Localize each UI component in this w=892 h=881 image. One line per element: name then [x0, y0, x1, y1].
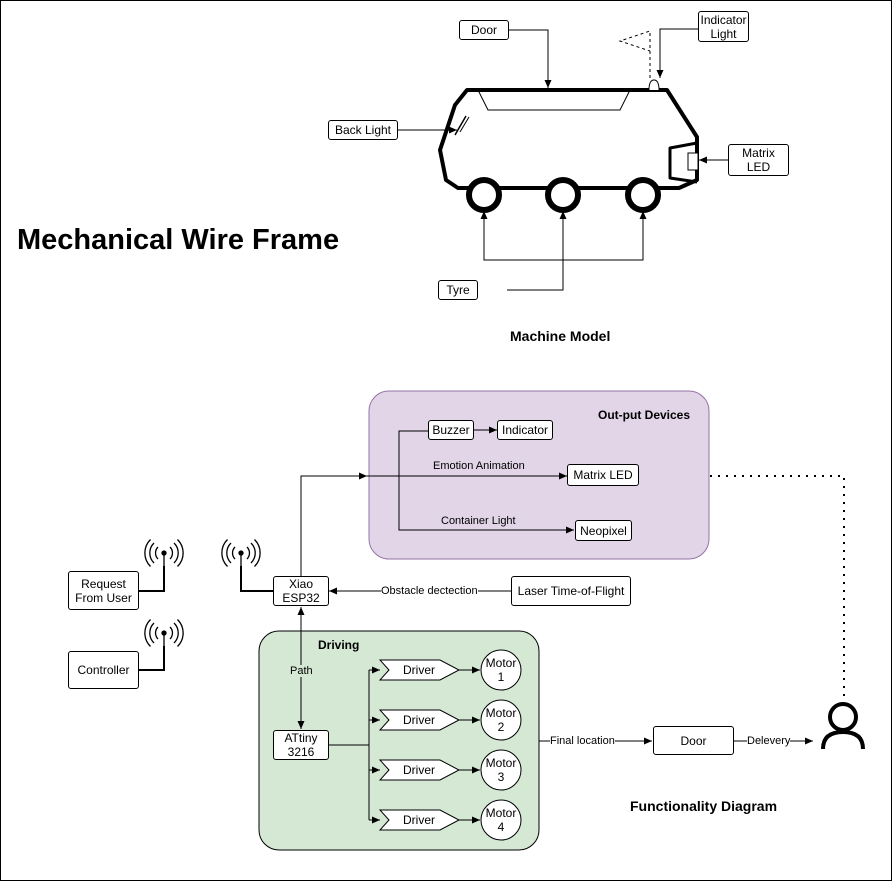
user-dotted-link — [710, 475, 845, 698]
matrix-led-node: Matrix LED — [567, 464, 639, 486]
driving-title: Driving — [318, 638, 360, 652]
tyre-callout-label: Tyre — [438, 280, 478, 300]
driver-label: Driver — [403, 663, 435, 677]
back-light-callout-label: Back Light — [328, 120, 398, 140]
door-node: Door — [653, 726, 734, 755]
driver-shapes — [378, 659, 461, 831]
tyre-rear — [466, 177, 502, 213]
xiao-esp32-node: Xiao ESP32 — [273, 576, 329, 606]
container-light-label: Container Light — [441, 515, 516, 527]
delivery-label: Delevery — [747, 735, 791, 747]
motor-circle-4 — [480, 799, 522, 841]
motor-circle-2 — [480, 699, 522, 741]
antenna-icon — [144, 619, 184, 647]
motor-label: Motor 2 — [485, 706, 517, 734]
indicator-node: Indicator — [497, 420, 553, 440]
antenna-wiring — [139, 566, 273, 671]
matrix-led-callout-label: Matrix LED — [728, 144, 789, 176]
robot-body — [438, 30, 699, 190]
driver-label: Driver — [403, 813, 435, 827]
mechanical-callouts — [398, 28, 728, 291]
driver-shape-2 — [378, 709, 461, 731]
path-label: Path — [290, 665, 313, 677]
driver-label: Driver — [403, 713, 435, 727]
emotion-animation-label: Emotion Animation — [433, 460, 525, 472]
indicator-light-callout-label: Indicator Light — [698, 11, 749, 42]
door-callout-label: Door — [459, 20, 509, 40]
functionality-diagram-caption: Functionality Diagram — [630, 798, 778, 814]
motor-label: Motor 1 — [485, 656, 517, 684]
motor-circle-3 — [480, 749, 522, 791]
motor-label: Motor 4 — [485, 806, 517, 834]
controller-node: Controller — [68, 651, 139, 689]
motor-circle-1 — [480, 649, 522, 691]
tyre-middle — [545, 177, 581, 213]
output-devices-title: Out-put Devices — [598, 408, 691, 422]
motor-circles — [480, 649, 522, 841]
robot-tyres — [466, 177, 661, 213]
driver-shape-4 — [378, 809, 461, 831]
driver-shape-3 — [378, 759, 461, 781]
machine-model-caption: Machine Model — [510, 328, 611, 344]
antenna-icon — [144, 539, 184, 567]
functional-connectors — [297, 426, 813, 824]
user-icon — [821, 702, 865, 750]
mechanical-wire-frame-title: Mechanical Wire Frame — [17, 224, 340, 256]
motor-label: Motor 3 — [485, 756, 517, 784]
driver-label: Driver — [403, 763, 435, 777]
neopixel-node: Neopixel — [575, 520, 632, 541]
buzzer-node: Buzzer — [428, 420, 474, 440]
antenna-icon — [221, 539, 261, 567]
laser-tof-node: Laser Time-of-Flight — [511, 576, 631, 606]
final-location-label: Final location — [550, 735, 615, 747]
driver-shape-1 — [378, 659, 461, 681]
request-from-user-node: Request From User — [68, 571, 139, 610]
attiny-node: ATtiny 3216 — [273, 730, 329, 760]
tyre-front — [625, 177, 661, 213]
obstacle-detection-label: Obstacle dectection — [381, 585, 478, 597]
